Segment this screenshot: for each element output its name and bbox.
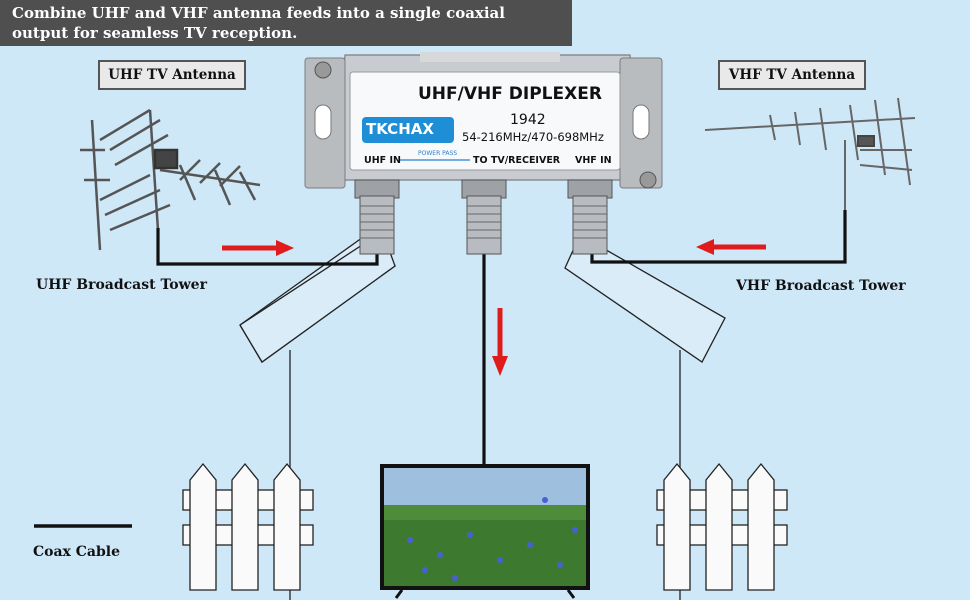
brand-badge [362, 117, 454, 143]
diplexer-device [304, 52, 663, 255]
port-vhf-label: VHF IN [575, 155, 612, 166]
fence-right [656, 462, 788, 591]
headline-line-2: output for seamless TV reception. [12, 24, 298, 42]
connector-vhf-icon [567, 179, 613, 255]
headline-banner: Combine UHF and VHF antenna feeds into a… [0, 0, 572, 46]
legend-label: Coax Cable [33, 544, 121, 560]
uhf-antenna-label: UHF TV Antenna [98, 60, 246, 90]
arrow-right-icon [222, 240, 294, 256]
uhf-tower-caption: UHF Broadcast Tower [36, 277, 207, 293]
arrow-left-icon [696, 239, 766, 255]
device-frequency: 54-216MHz/470-698MHz [462, 130, 604, 144]
vhf-antenna-icon [704, 97, 916, 210]
port-uhf-label: UHF IN [364, 155, 401, 166]
device-title: UHF/VHF DIPLEXER [418, 84, 602, 104]
vhf-tower-caption: VHF Broadcast Tower [736, 278, 906, 294]
power-pass-label: POWER PASS [418, 150, 458, 157]
device-model: 1942 [510, 112, 546, 128]
connector-out-icon [461, 179, 507, 255]
connector-uhf-icon [354, 179, 400, 255]
headline-line-1: Combine UHF and VHF antenna feeds into a… [12, 4, 505, 22]
tv-icon [380, 464, 590, 599]
vhf-antenna-label: VHF TV Antenna [718, 60, 866, 90]
device-brand: TKCHAX [366, 120, 434, 138]
fence-left [182, 462, 314, 591]
port-out-label: TO TV/RECEIVER [473, 155, 561, 166]
arrow-down-icon [492, 308, 508, 376]
uhf-antenna-icon [80, 108, 261, 251]
